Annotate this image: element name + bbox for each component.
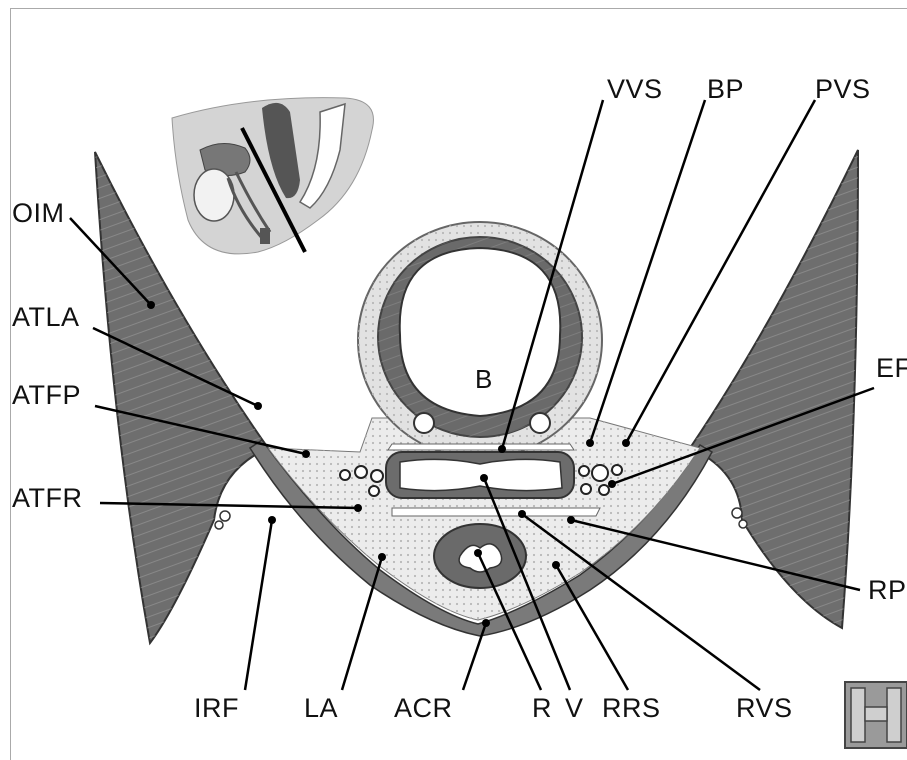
label-rvs: RVS bbox=[736, 695, 793, 722]
label-vvs: VVS bbox=[607, 76, 663, 103]
label-pvs: PVS bbox=[815, 76, 871, 103]
vagina bbox=[386, 452, 574, 498]
sagittal-inset-diagram bbox=[172, 98, 373, 254]
label-atfp: ATFP bbox=[12, 382, 81, 409]
label-ef: EF bbox=[876, 355, 907, 382]
design-logo bbox=[845, 682, 907, 748]
label-irf: IRF bbox=[194, 695, 239, 722]
label-la: LA bbox=[304, 695, 338, 722]
label-rrs: RRS bbox=[602, 695, 661, 722]
label-atla: ATLA bbox=[12, 304, 80, 331]
label-rp: RP bbox=[868, 577, 907, 604]
label-r: R bbox=[532, 695, 552, 722]
label-acr: ACR bbox=[394, 695, 453, 722]
label-atfr: ATFR bbox=[12, 485, 83, 512]
label-b: B bbox=[475, 366, 493, 392]
label-v: V bbox=[565, 695, 584, 722]
label-bp: BP bbox=[707, 76, 744, 103]
bladder bbox=[358, 222, 602, 458]
label-oim: OIM bbox=[12, 200, 65, 227]
